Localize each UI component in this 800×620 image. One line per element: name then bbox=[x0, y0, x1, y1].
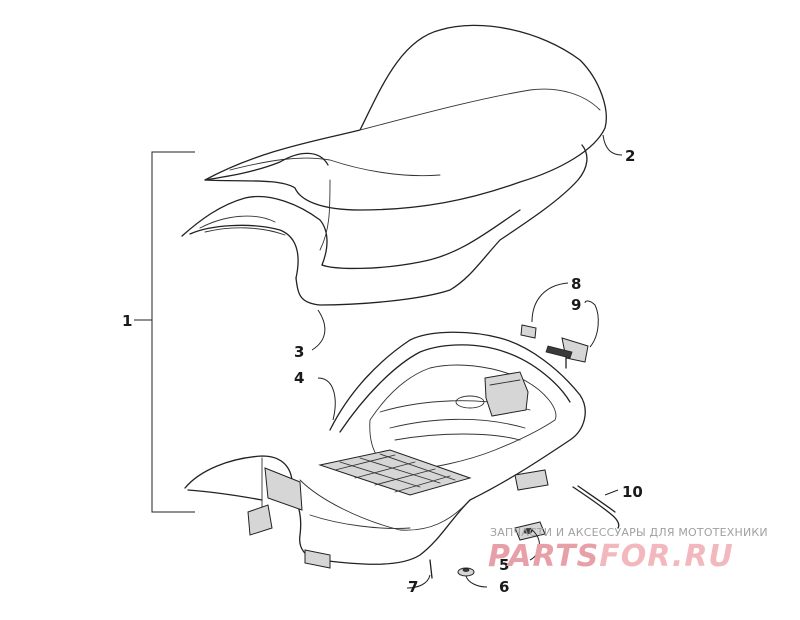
callout-9: 9 bbox=[571, 296, 581, 314]
seat-cover bbox=[181, 24, 607, 306]
callout-2: 2 bbox=[625, 147, 635, 165]
leader-lines bbox=[134, 134, 623, 589]
callout-7: 7 bbox=[408, 578, 418, 596]
callout-1: 1 bbox=[122, 312, 132, 330]
small-parts bbox=[429, 485, 620, 579]
watermark-tagline: ЗАПЧАСТИ И АКСЕССУАРЫ ДЛЯ МОТОТЕХНИКИ bbox=[490, 526, 768, 539]
callout-10: 10 bbox=[622, 483, 643, 501]
watermark-logo: PARTSFOR.RU bbox=[488, 539, 734, 574]
callout-6: 6 bbox=[499, 578, 509, 596]
watermark-logo-part1: PARTS bbox=[488, 539, 599, 574]
callout-4: 4 bbox=[294, 369, 304, 387]
callout-labels: 1 2 3 4 5 6 7 8 9 10 bbox=[122, 147, 643, 596]
watermark-logo-part2: FOR.RU bbox=[599, 539, 734, 574]
seat-base bbox=[184, 331, 586, 569]
watermark: ЗАПЧАСТИ И АКСЕССУАРЫ ДЛЯ МОТОТЕХНИКИ PA… bbox=[488, 526, 768, 574]
callout-5: 5 bbox=[499, 556, 509, 574]
callout-8: 8 bbox=[571, 275, 581, 293]
callout-3: 3 bbox=[294, 343, 304, 361]
latch-assembly bbox=[520, 324, 589, 369]
